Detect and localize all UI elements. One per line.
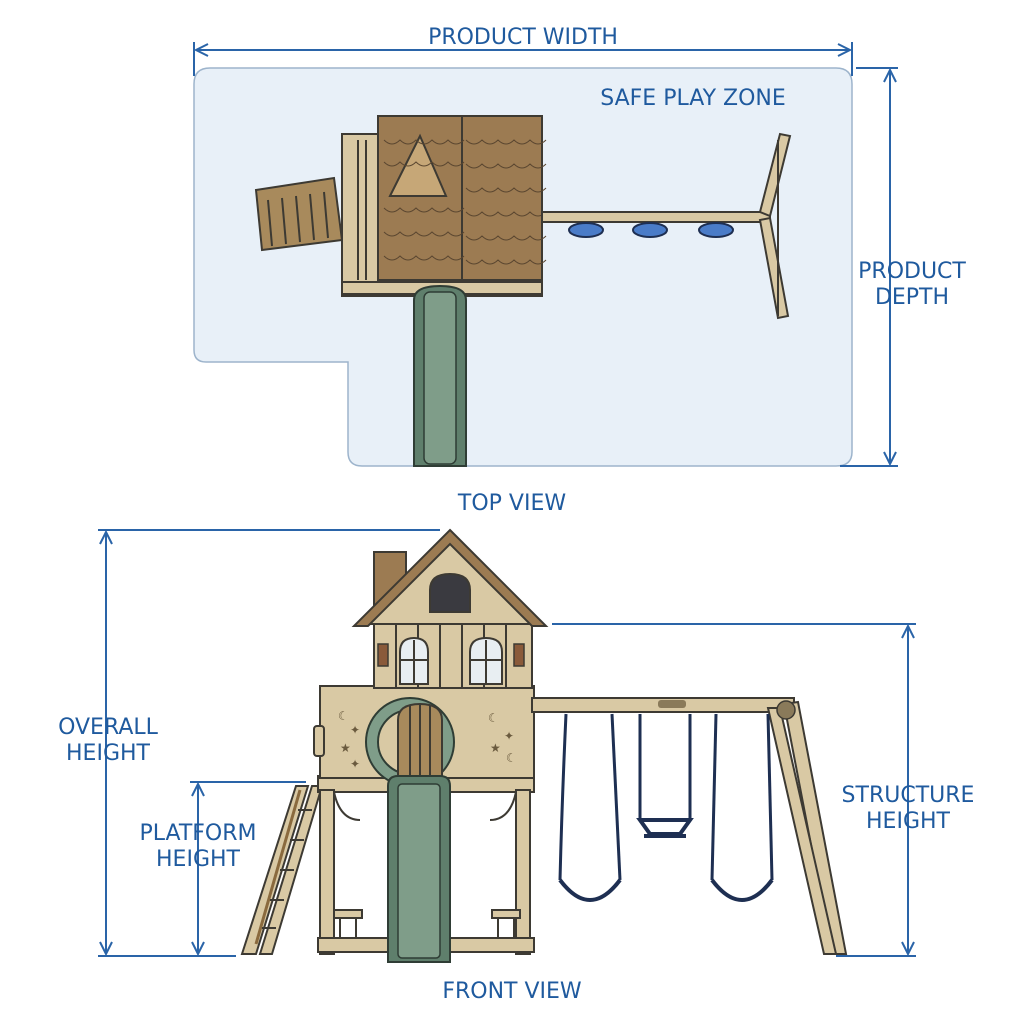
top-ladder (254, 176, 344, 252)
svg-text:✦: ✦ (350, 723, 360, 737)
product-width-label: PRODUCT WIDTH (428, 25, 618, 50)
lantern-left (377, 643, 389, 667)
top-view: PRODUCT WIDTH SAFE PLAY ZONE PRODUCT DEP… (193, 25, 966, 516)
front-view-label: FRONT VIEW (442, 979, 582, 1004)
belt-swing-2 (710, 713, 774, 902)
product-depth-label-line1: PRODUCT (858, 259, 966, 284)
swing-set (531, 697, 848, 955)
product-depth-label-line2: DEPTH (875, 285, 949, 310)
front-roof (351, 528, 549, 627)
safe-play-zone-label: SAFE PLAY ZONE (600, 86, 786, 111)
top-view-label: TOP VIEW (457, 491, 566, 516)
platform-height-dimension (190, 781, 306, 957)
clubhouse-wall: ☾✦★ ✦☾✦ ★☾ (313, 685, 535, 787)
platform-height-label-line1: PLATFORM (139, 821, 256, 846)
platform-height-label-line2: HEIGHT (156, 847, 241, 872)
top-swing-beam (541, 132, 792, 320)
swing-cup-2 (632, 222, 668, 238)
overall-height-dimension (98, 529, 440, 957)
structure-height-label-line1: STRUCTURE (842, 783, 975, 808)
top-slide (413, 284, 467, 467)
product-depth-dimension (840, 67, 898, 467)
svg-text:✦: ✦ (504, 729, 514, 743)
svg-text:☾: ☾ (338, 709, 349, 723)
gable-window (429, 572, 471, 613)
upper-house (373, 623, 533, 689)
svg-text:☾: ☾ (488, 711, 499, 725)
svg-text:★: ★ (490, 741, 501, 755)
product-width-dimension (193, 42, 853, 76)
trapeze-bar (636, 714, 694, 838)
lantern-right (513, 643, 525, 667)
structure-height-dimension (552, 623, 916, 957)
top-roof (377, 115, 547, 281)
swing-cup-1 (568, 222, 604, 238)
front-ladder (240, 785, 324, 955)
svg-text:★: ★ (340, 741, 351, 755)
lower-frame (317, 775, 535, 955)
front-view: OVERALL HEIGHT PLATFORM HEIGHT STRUCTURE… (58, 528, 975, 1004)
svg-text:✦: ✦ (350, 757, 360, 771)
swing-cup-3 (698, 222, 734, 238)
overall-height-label-line1: OVERALL (58, 715, 159, 740)
svg-text:☾: ☾ (506, 751, 517, 765)
overall-height-label-line2: HEIGHT (66, 741, 151, 766)
structure-height-label-line2: HEIGHT (866, 809, 951, 834)
belt-swing-1 (558, 713, 622, 902)
front-slide (387, 775, 451, 963)
